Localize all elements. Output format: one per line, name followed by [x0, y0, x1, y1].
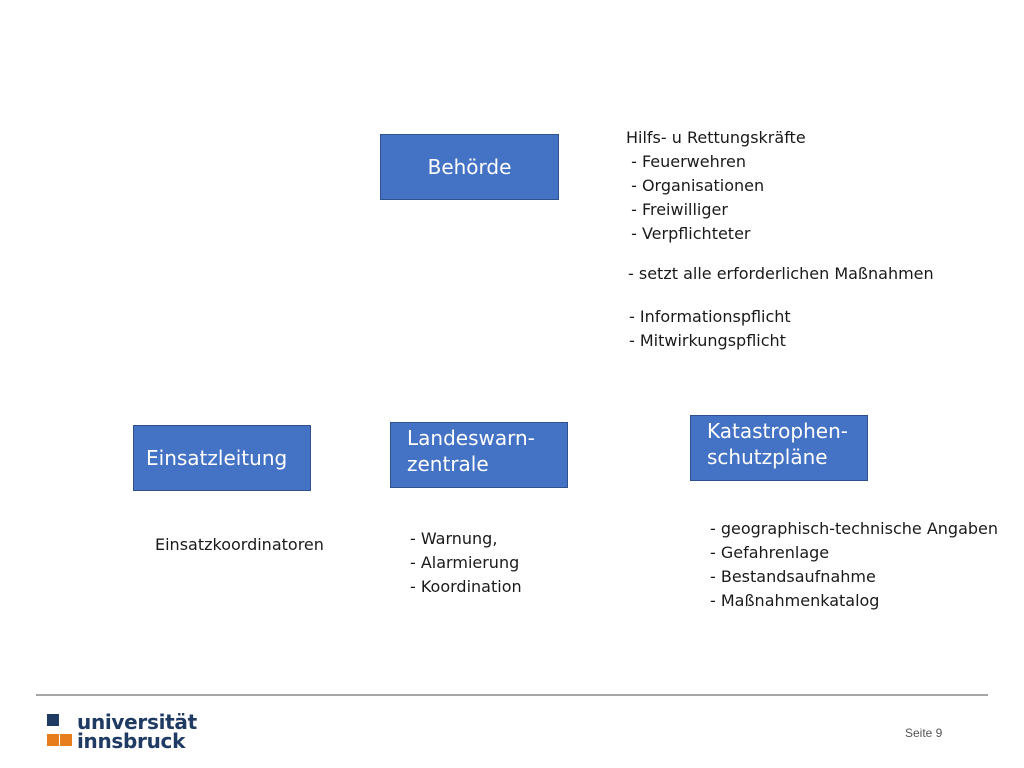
note-helpers-line: - Verpflichteter: [626, 224, 751, 243]
note-duties-line: - Mitwirkungspflicht: [629, 331, 786, 350]
note-coordinators: Einsatzkoordinatoren: [155, 533, 324, 557]
note-coordinators-line: Einsatzkoordinatoren: [155, 535, 324, 554]
footer-divider: [36, 694, 988, 696]
node-landeswarnzentrale: Landeswarn- zentrale: [390, 422, 568, 488]
note-measures-line: - setzt alle erforderlichen Maßnahmen: [628, 264, 934, 283]
node-einsatzleitung: Einsatzleitung: [133, 425, 311, 491]
note-warning-line: - Alarmierung: [410, 553, 520, 572]
note-warning-line: - Warnung,: [410, 529, 498, 548]
note-helpers-line: - Feuerwehren: [626, 152, 746, 171]
note-plans: - geographisch-technische Angaben - Gefa…: [710, 517, 998, 613]
note-warning: - Warnung, - Alarmierung - Koordination: [410, 527, 522, 599]
note-plans-line: - Maßnahmenkatalog: [710, 591, 880, 610]
logo-word-universitaet: universität: [77, 710, 197, 734]
note-measures: - setzt alle erforderlichen Maßnahmen: [628, 262, 934, 286]
note-helpers-line: - Organisationen: [626, 176, 765, 195]
university-logo: universität innsbruck: [47, 712, 197, 754]
logo-square-icon: [47, 714, 59, 726]
node-katastrophenschutzplaene: Katastrophen- schutzpläne: [690, 415, 868, 481]
logo-word-innsbruck: innsbruck: [77, 729, 186, 753]
note-helpers: Hilfs- u Rettungskräfte - Feuerwehren - …: [626, 126, 806, 246]
logo-square-icon: [47, 734, 59, 746]
node-einsatzleitung-label: Einsatzleitung: [146, 446, 288, 470]
note-helpers-line: Hilfs- u Rettungskräfte: [626, 128, 806, 147]
note-warning-line: - Koordination: [410, 577, 522, 596]
note-duties: - Informationspflicht - Mitwirkungspflic…: [629, 305, 791, 353]
node-katastrophenschutzplaene-line-2: schutzpläne: [707, 445, 828, 469]
note-duties-line: - Informationspflicht: [629, 307, 791, 326]
page-number: Seite 9: [905, 726, 943, 740]
node-katastrophenschutzplaene-line-1: Katastrophen-: [707, 419, 848, 443]
node-behoerde-label: Behörde: [427, 155, 512, 179]
logo-square-icon: [60, 734, 72, 746]
note-plans-line: - Bestandsaufnahme: [710, 567, 876, 586]
note-plans-line: - geographisch-technische Angaben: [710, 519, 999, 538]
note-helpers-line: - Freiwilliger: [626, 200, 728, 219]
note-plans-line: - Gefahrenlage: [710, 543, 830, 562]
node-landeswarnzentrale-line-1: Landeswarn-: [407, 426, 535, 450]
node-landeswarnzentrale-line-2: zentrale: [407, 452, 489, 476]
node-behoerde: Behörde: [380, 134, 559, 200]
